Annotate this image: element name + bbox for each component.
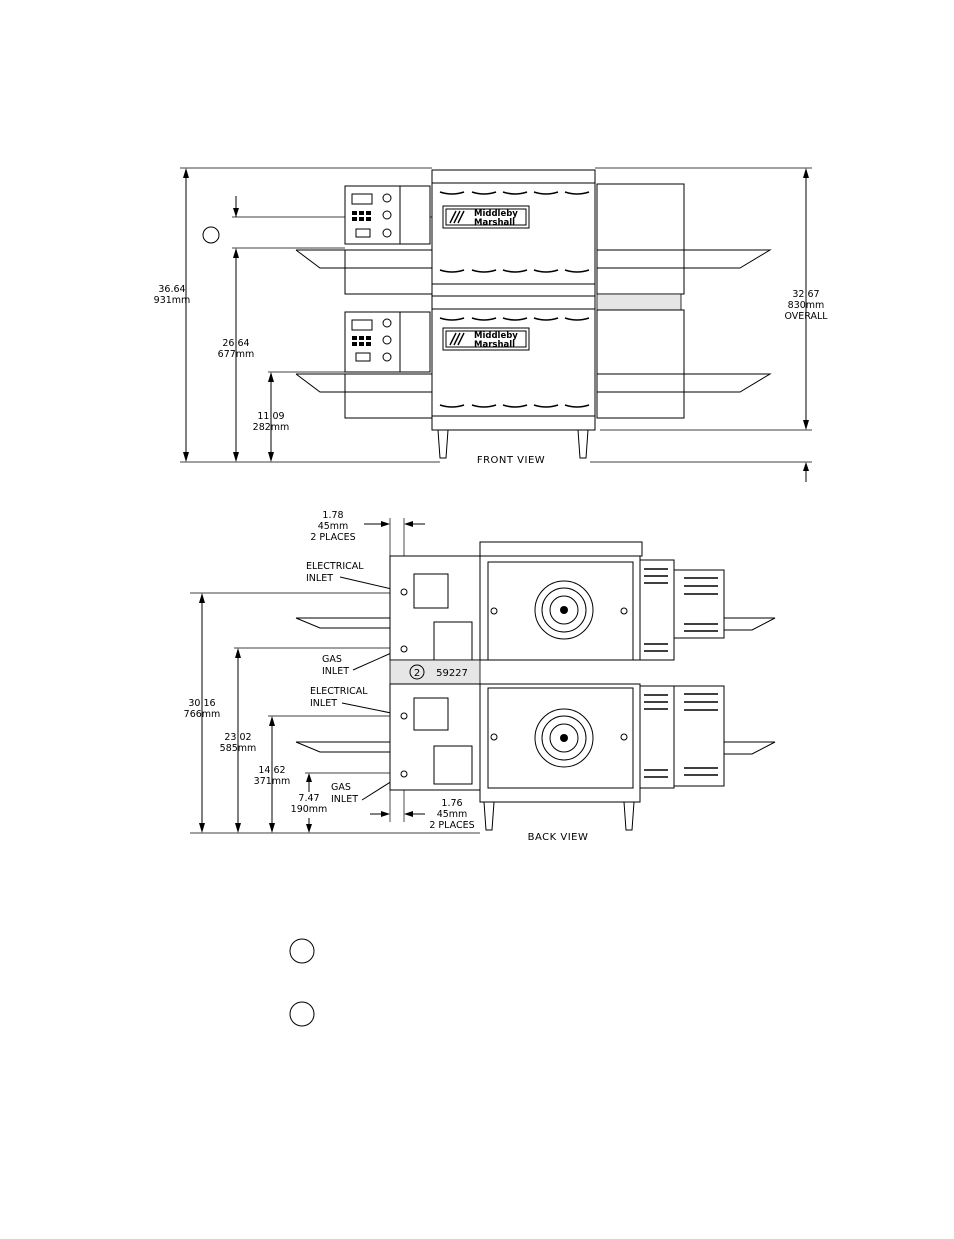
dim-30-mm: 766mm xyxy=(184,709,221,720)
back-view-title: BACK VIEW xyxy=(528,832,589,843)
dim-30-in: 30.16 xyxy=(188,698,215,709)
dim-mid-mm: 677mm xyxy=(218,349,255,360)
dim-outer-mm: 931mm xyxy=(154,295,191,306)
dim-bottom-mm: 45mm xyxy=(437,809,468,820)
gas-inlet-lower-line2: INLET xyxy=(331,794,358,805)
dim-top-in: 1.78 xyxy=(322,510,343,521)
front-view: 36.64 931mm 26.64 677mm 11.09 282mm 32.6… xyxy=(154,168,829,482)
gas-inlet-lower-line1: GAS xyxy=(331,782,351,793)
dim-right-in: 32.67 xyxy=(792,289,819,300)
callout-circle xyxy=(203,227,219,243)
front-view-title: FRONT VIEW xyxy=(477,455,545,466)
logo-text-line2: Marshall xyxy=(474,218,515,228)
dim-top-note: 2 PLACES xyxy=(310,532,355,543)
dim-7-mm: 190mm xyxy=(291,804,328,815)
dim-mid-in: 26.64 xyxy=(222,338,249,349)
dim-right-note: OVERALL xyxy=(784,311,828,322)
logo-text-line2-lower: Marshall xyxy=(474,340,515,350)
back-view: 1.78 45mm 2 PLACES 30.16 766mm 23.02 585… xyxy=(184,510,775,843)
back-upper-oven: 2 59227 xyxy=(296,542,775,684)
part-badge-code: 59227 xyxy=(436,668,468,679)
dim-23-mm: 585mm xyxy=(220,743,257,754)
dim-right-mm: 830mm xyxy=(788,300,825,311)
dim-low-mm: 282mm xyxy=(253,422,290,433)
dim-outer-in: 36.64 xyxy=(158,284,185,295)
dim-23-in: 23.02 xyxy=(224,732,251,743)
electrical-inlet-upper-line1: ELECTRICAL xyxy=(306,561,364,572)
dim-14-in: 14.62 xyxy=(258,765,285,776)
gas-inlet-upper-line1: GAS xyxy=(322,654,342,665)
back-lower-oven xyxy=(296,684,775,830)
legend-circle-2 xyxy=(290,1002,314,1026)
front-lower-oven: Middleby Marshall xyxy=(296,296,770,458)
electrical-inlet-upper-line2: INLET xyxy=(306,573,333,584)
legend-circle-1 xyxy=(290,939,314,963)
dim-bottom-in: 1.76 xyxy=(441,798,462,809)
electrical-inlet-lower-line1: ELECTRICAL xyxy=(310,686,368,697)
dim-low-in: 11.09 xyxy=(257,411,284,422)
gas-inlet-upper-line2: INLET xyxy=(322,666,349,677)
dim-bottom-note: 2 PLACES xyxy=(429,820,474,831)
front-upper-oven: Middleby Marshall xyxy=(296,170,770,310)
dim-7-in: 7.47 xyxy=(298,793,319,804)
part-badge-number: 2 xyxy=(414,668,420,679)
dim-14-mm: 371mm xyxy=(254,776,291,787)
dim-top-mm: 45mm xyxy=(318,521,349,532)
electrical-inlet-lower-line2: INLET xyxy=(310,698,337,709)
